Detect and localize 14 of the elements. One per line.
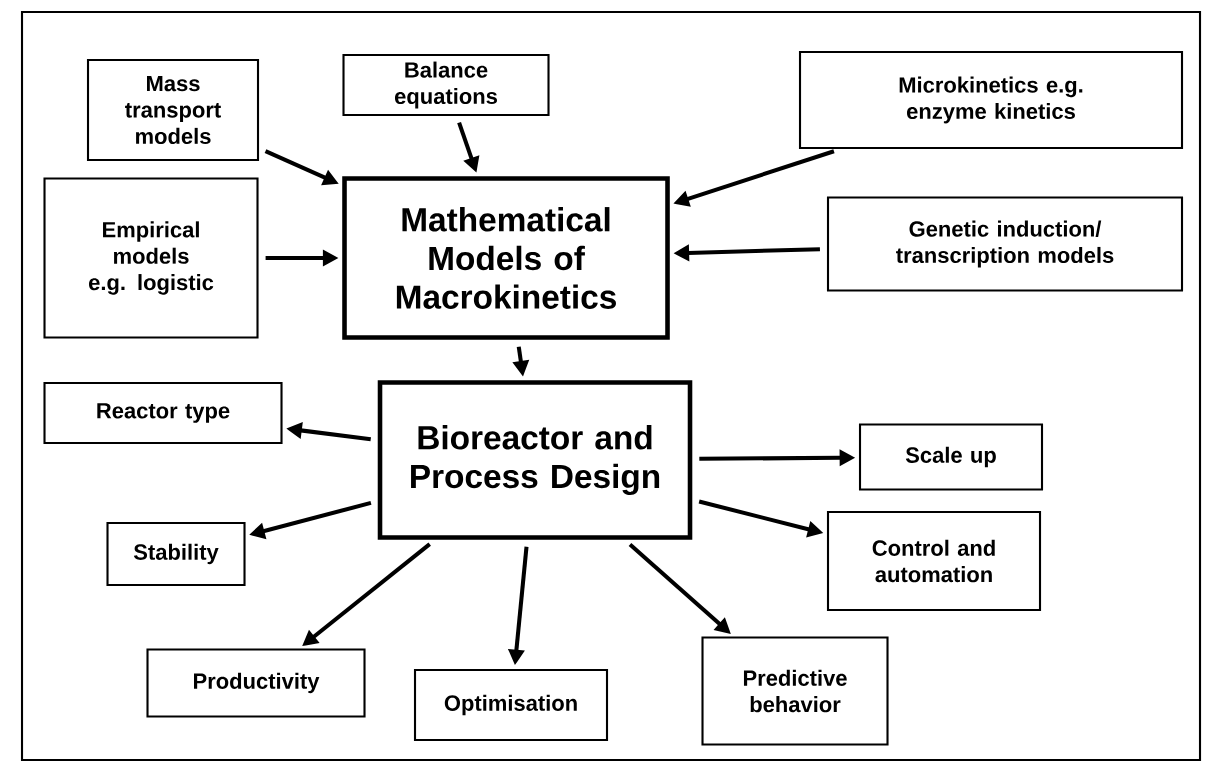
process-box: Reactor type (43, 381, 283, 445)
process-box: Microkinetics e.g. enzyme kinetics (798, 50, 1184, 150)
process-box: Mass transport models (86, 58, 260, 162)
process-box: Balance equations (342, 53, 550, 117)
process-box: Stability (106, 521, 246, 587)
process-box: Empirical models e.g. logistic (43, 177, 259, 339)
process-box: Mathematical Models of Macrokinetics (342, 176, 670, 340)
process-box: Predictive behavior (701, 636, 889, 746)
process-box: Scale up (858, 423, 1044, 491)
process-box: Control and automation (826, 510, 1042, 612)
process-box: Bioreactor and Process Design (377, 380, 693, 540)
process-box: Productivity (146, 648, 366, 718)
process-box: Genetic induction/ transcription models (826, 196, 1184, 292)
process-box: Optimisation (413, 668, 609, 742)
